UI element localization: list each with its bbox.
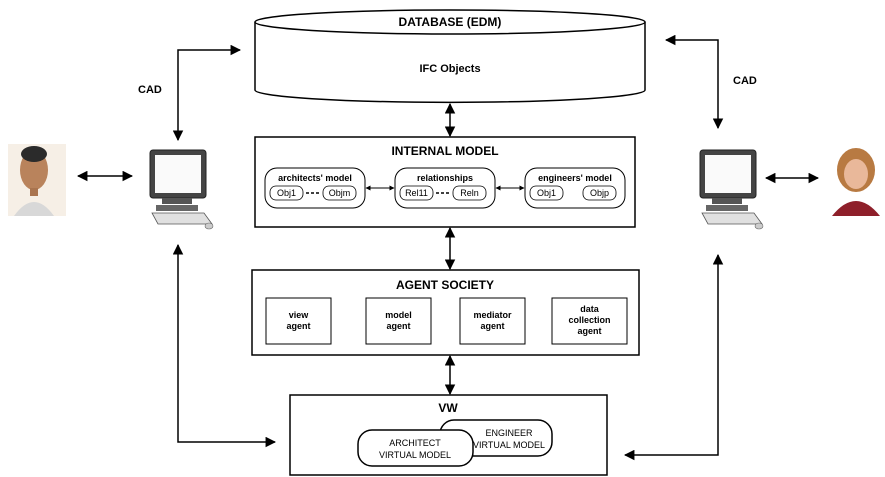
architect-model-line1: ARCHITECT	[389, 438, 441, 448]
agent-society-box: AGENT SOCIETY view agent model agent med…	[251, 269, 640, 356]
data-collection-agent: data collection agent	[551, 297, 628, 345]
relationships-title: relationships	[417, 173, 473, 183]
engineer-model-line2: VIRTUAL MODEL	[473, 440, 545, 450]
engineers-model: engineers' model Obj1 Objp	[524, 167, 626, 209]
model-agent: model agent	[365, 297, 432, 345]
view-agent: view agent	[265, 297, 332, 345]
relationships-rel-last: Reln	[460, 188, 479, 198]
arrow-right-computer-db	[664, 34, 724, 130]
database-content: IFC Objects	[419, 63, 480, 75]
architects-obj-first: Obj1	[277, 188, 296, 198]
vw-title: VW	[438, 401, 458, 415]
agent-society-title: AGENT SOCIETY	[396, 278, 494, 292]
arrow-right-computer-vw	[623, 253, 724, 461]
mediator-agent: mediator agent	[459, 297, 526, 345]
architect-virtual-model: ARCHITECT VIRTUAL MODEL	[357, 429, 474, 467]
database-title: DATABASE (EDM)	[399, 15, 502, 29]
internal-model-title: INTERNAL MODEL	[391, 144, 498, 158]
view-agent-line1: view	[289, 310, 310, 320]
architect-person-icon	[8, 144, 66, 216]
engineer-model-line1: ENGINEER	[485, 428, 533, 438]
architects-model-title: architects' model	[278, 173, 352, 183]
engineers-obj-last: Objp	[590, 188, 609, 198]
arrow-left-computer-db	[172, 44, 242, 142]
cad-left-label: CAD	[138, 84, 162, 96]
architect-model-line2: VIRTUAL MODEL	[379, 450, 451, 460]
arrow-left-computer-vw	[172, 243, 277, 448]
cad-right-label: CAD	[733, 75, 757, 87]
architects-obj-last: Objm	[329, 188, 351, 198]
mediator-agent-line2: agent	[480, 321, 504, 331]
database-cylinder: DATABASE (EDM) IFC Objects	[254, 9, 646, 104]
relationships-model: relationships Rel11 Reln	[394, 167, 496, 209]
model-agent-line1: model	[385, 310, 412, 320]
model-agent-line2: agent	[386, 321, 410, 331]
engineers-model-title: engineers' model	[538, 173, 612, 183]
computer-icon-right	[699, 149, 764, 230]
computer-icon-left	[149, 149, 214, 230]
data-collection-agent-line3: agent	[577, 326, 601, 336]
internal-model-box: INTERNAL MODEL architects' model Obj1 Ob…	[254, 136, 636, 228]
mediator-agent-line1: mediator	[473, 310, 512, 320]
engineer-person-icon	[830, 146, 885, 216]
view-agent-line2: agent	[286, 321, 310, 331]
engineers-obj-first: Obj1	[537, 188, 556, 198]
relationships-rel-first: Rel11	[405, 188, 428, 198]
architects-model: architects' model Obj1 Objm	[264, 167, 366, 209]
vw-box: VW ENGINEER VIRTUAL MODEL ARCHITECT VIRT…	[289, 394, 608, 476]
data-collection-agent-line2: collection	[568, 315, 610, 325]
data-collection-agent-line1: data	[580, 304, 600, 314]
